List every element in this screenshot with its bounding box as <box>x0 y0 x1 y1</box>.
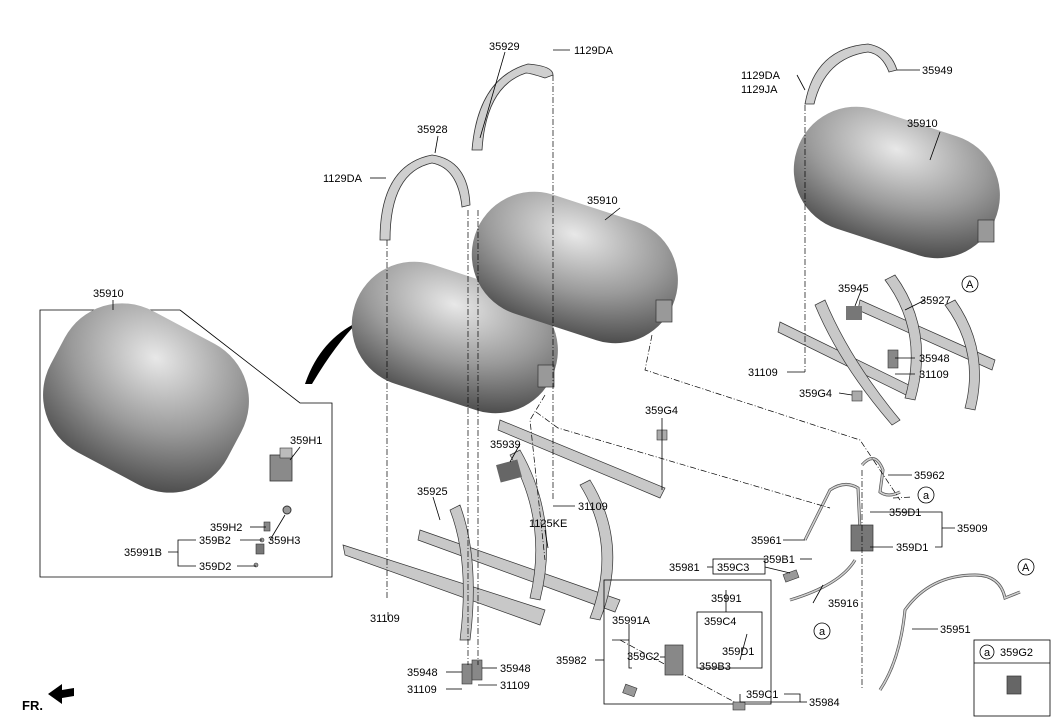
ref-a-label-2: a <box>819 626 826 638</box>
ref-A-circle-1 <box>961 275 979 293</box>
ref-A-label-1: A <box>966 279 974 291</box>
label-isolator-35948-a: 35948 <box>407 667 438 679</box>
tank-right <box>793 106 1000 259</box>
label-part-359C4: 359C4 <box>704 616 736 628</box>
label-bolt-1129DA-a: 1129DA <box>574 45 614 57</box>
label-part-35981: 35981 <box>669 562 700 574</box>
ref-a-label-legend: a <box>984 647 991 659</box>
label-assy-35991B: 35991B <box>124 547 162 559</box>
label-part-359D1-c: 359D1 <box>722 646 754 658</box>
ref-a-circle-2 <box>813 622 831 640</box>
label-part-35909: 35909 <box>957 523 988 535</box>
ref-a-circle-legend <box>979 644 995 660</box>
frame-35927-shape <box>777 274 996 426</box>
label-pipe-35962: 35962 <box>914 470 945 482</box>
assy-35991-valve <box>622 644 746 711</box>
label-part-359H3: 359H3 <box>268 535 300 547</box>
label-bolt-1129DA-b: 1129DA <box>323 173 363 185</box>
label-strap-35949: 35949 <box>922 65 953 77</box>
clip-359G4-right-shape <box>851 390 863 402</box>
tank-valve-middle <box>655 299 673 323</box>
ref-a-label-1: a <box>923 490 930 502</box>
assy-35991-inset <box>603 579 772 705</box>
label-bracket-35945: 35945 <box>838 283 869 295</box>
label-bolt-1129DA-c: 1129DA <box>741 70 781 82</box>
label-assy-35991A: 35991A <box>612 615 651 627</box>
ref-A-label-2: A <box>1022 562 1030 574</box>
label-part-359H2: 359H2 <box>210 522 242 534</box>
label-part-359D1-b: 359D1 <box>896 542 928 554</box>
label-nut-31109-b2: 31109 <box>500 680 530 692</box>
label-isolator-35948-b: 35948 <box>500 663 531 675</box>
legend-box <box>973 639 1051 717</box>
label-bolt-1125KE: 1125KE <box>529 518 567 530</box>
label-part-359D1-a: 359D1 <box>889 507 921 519</box>
label-strap-35928: 35928 <box>417 124 448 136</box>
leader-lines <box>112 49 955 703</box>
label-nut-31109-m: 31109 <box>578 501 608 513</box>
tank-valve-right <box>977 219 995 243</box>
label-tank-main: 35910 <box>587 195 618 207</box>
label-frame-35927: 35927 <box>920 295 951 307</box>
label-part-359C3: 359C3 <box>717 562 749 574</box>
tank-valve-left <box>537 364 555 388</box>
label-frame-35925: 35925 <box>417 486 448 498</box>
ref-a-circle-1 <box>917 486 935 504</box>
label-valve-359H1: 359H1 <box>290 435 322 447</box>
label-part-359D2: 359D2 <box>199 561 231 573</box>
label-tank-detail: 35910 <box>93 288 124 300</box>
strap-35949-shape <box>804 43 898 105</box>
isolator-shapes <box>461 349 899 685</box>
label-strap-35929: 35929 <box>489 41 520 53</box>
frame-35925-shape <box>342 419 666 641</box>
detail-pointer-wedge <box>305 322 358 384</box>
ref-A-circle-2 <box>1017 558 1035 576</box>
label-part-359B2: 359B2 <box>199 535 231 547</box>
label-part-359C2: 359C2 <box>627 651 659 663</box>
legend-part-icon <box>1006 675 1022 695</box>
label-part-35984: 35984 <box>809 697 840 709</box>
label-part-359C1: 359C1 <box>746 689 778 701</box>
box-359C3 <box>712 558 766 575</box>
front-arrow-icon <box>48 684 74 704</box>
label-part-35916: 35916 <box>828 598 859 610</box>
detail-inset-border <box>39 309 333 578</box>
label-part-359B3: 359B3 <box>699 661 731 673</box>
label-nut-31109-r1: 31109 <box>748 367 778 379</box>
label-part-35951: 35951 <box>940 624 971 636</box>
label-nut-31109-b1: 31109 <box>407 684 437 696</box>
label-pipe-35961: 35961 <box>751 535 782 547</box>
label-tank-right: 35910 <box>907 118 938 130</box>
label-nut-31109-l: 31109 <box>370 613 400 625</box>
label-part-359B1: 359B1 <box>763 554 795 566</box>
label-isolator-35948-r: 35948 <box>919 353 950 365</box>
label-part-35982: 35982 <box>556 655 587 667</box>
label-assy-35991: 35991 <box>711 593 742 605</box>
label-pad-35939: 35939 <box>490 439 521 451</box>
pad-35939-shape <box>496 459 522 483</box>
label-nut-31109-r2: 31109 <box>919 369 949 381</box>
legend-code-label: 359G2 <box>1000 647 1033 659</box>
label-clip-359G4-r: 359G4 <box>799 388 832 400</box>
strap-35929-shape <box>471 63 554 151</box>
bracket-35945-shape <box>846 306 862 320</box>
detail-tank-shape <box>43 303 249 493</box>
front-marker-label: FR. <box>22 698 43 713</box>
label-clip-359G4: 359G4 <box>645 405 678 417</box>
label-bolt-1129JA: 1129JA <box>741 84 778 96</box>
strap-35928-shape <box>379 154 471 241</box>
assy-35991-sub-box <box>696 611 763 669</box>
detail-valve-assembly <box>253 447 293 568</box>
tank-upper-middle <box>471 191 678 344</box>
reference-lines <box>386 75 913 706</box>
